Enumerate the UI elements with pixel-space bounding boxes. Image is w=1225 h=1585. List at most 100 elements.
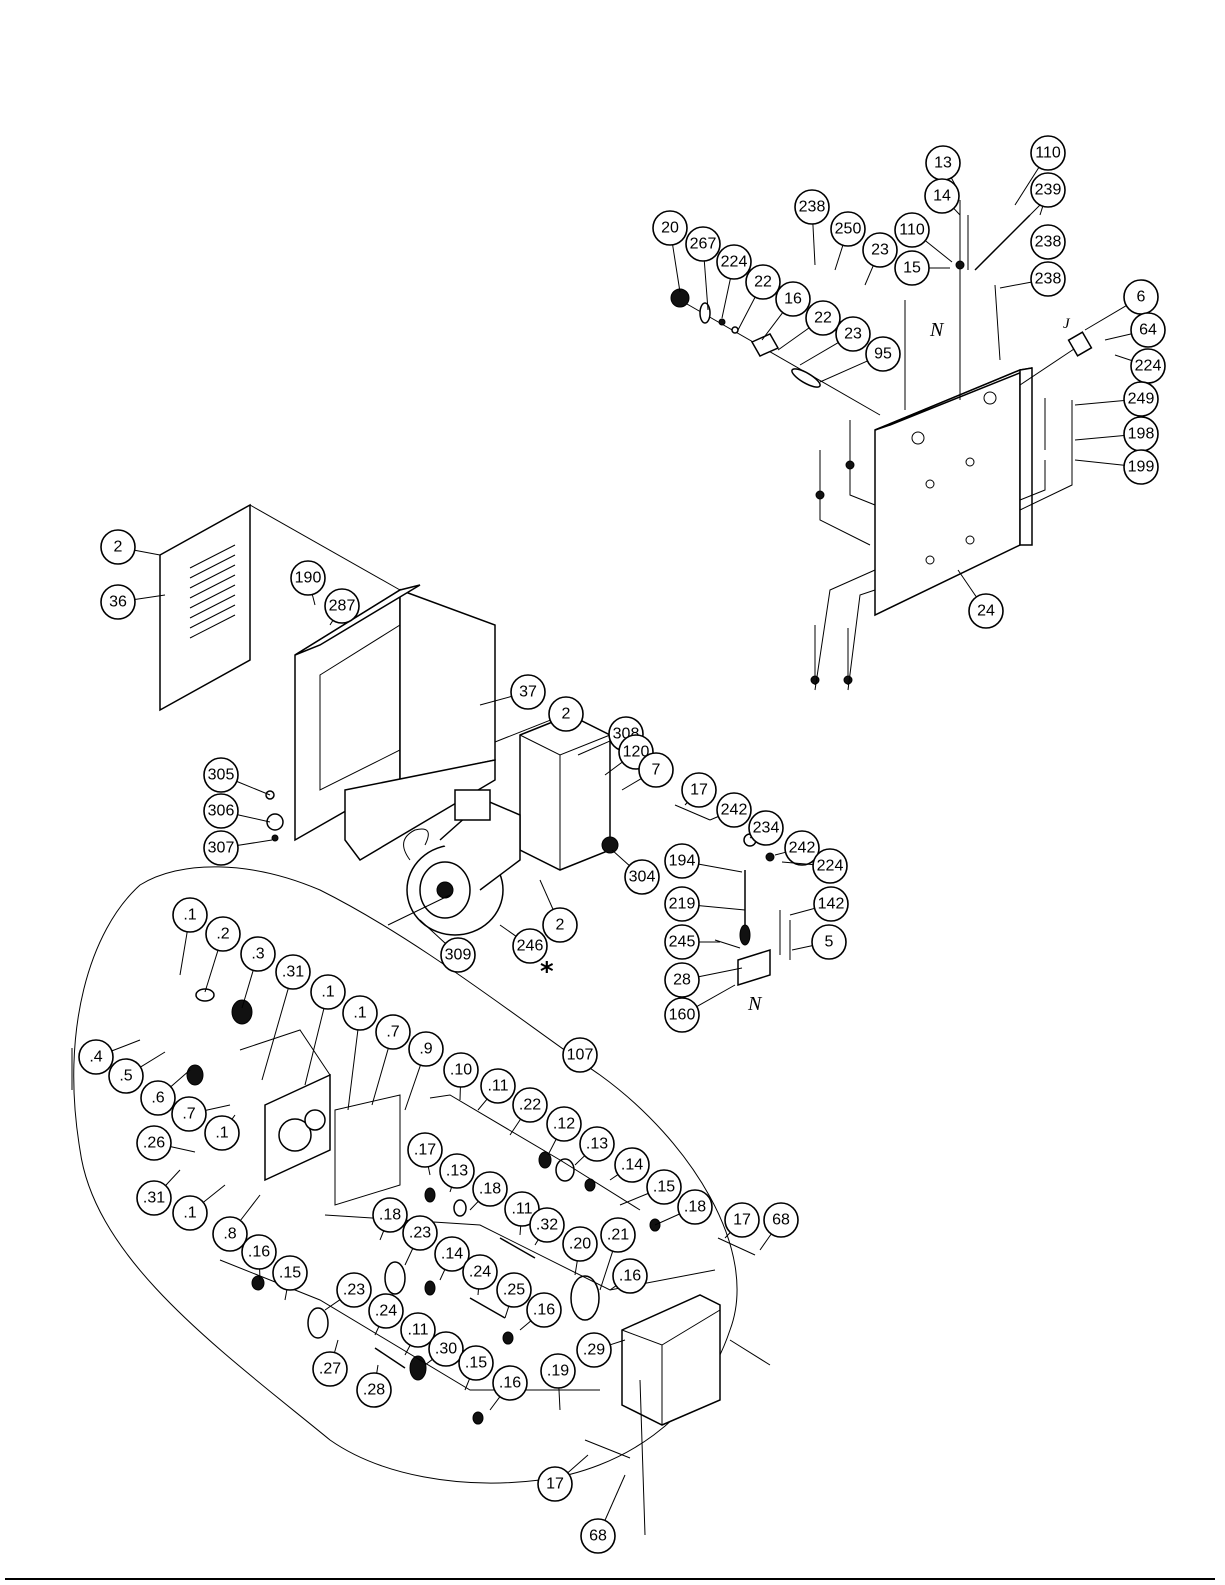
leader-line <box>261 988 289 1081</box>
callout-label: 242 <box>789 840 816 857</box>
callout-dot23: .23 <box>402 1215 438 1266</box>
callout-bubble <box>240 936 276 972</box>
view-marker-top: N <box>929 319 945 341</box>
leader-line <box>179 931 188 976</box>
view-marker-bottom: N <box>747 993 763 1015</box>
callout-20: 20 <box>652 210 688 293</box>
leader-line <box>449 1186 453 1193</box>
leader-line <box>241 970 254 1009</box>
callout-238: 238 <box>794 189 830 266</box>
leader-line <box>404 1248 414 1266</box>
callout-28: 28 <box>664 962 743 998</box>
callout-dot1: .1 <box>172 897 208 976</box>
callout-bubble <box>548 696 584 732</box>
callout-label: .1 <box>183 907 196 924</box>
callout-bubble <box>812 848 848 884</box>
callout-label: .4 <box>89 1049 102 1066</box>
leader-line <box>619 1192 649 1206</box>
callout-label: 234 <box>753 820 780 837</box>
leader-line <box>240 1194 261 1221</box>
callout-dot27: .27 <box>312 1339 348 1387</box>
callout-bubble <box>100 529 136 565</box>
callout-242: 242 <box>774 830 820 866</box>
callout-305: 305 <box>203 757 271 796</box>
callout-64: 64 <box>1104 312 1166 348</box>
leader-line <box>311 594 316 606</box>
callout-bubble <box>537 1466 573 1502</box>
leader-line <box>324 1299 341 1311</box>
callout-bubble <box>763 1202 799 1238</box>
leader-line <box>477 1098 488 1111</box>
callout-bubble <box>136 1125 172 1161</box>
leader-line <box>170 1146 196 1153</box>
callout-bubble <box>310 974 346 1010</box>
callout-dot1: .1 <box>342 995 378 1111</box>
callout-label: .29 <box>583 1342 605 1359</box>
leader-line <box>1084 305 1127 331</box>
leader-line <box>284 1289 288 1301</box>
callout-bubble <box>614 1147 650 1183</box>
callout-label: .16 <box>248 1244 270 1261</box>
callout-label: 17 <box>690 782 708 799</box>
callout-label: 287 <box>329 598 356 615</box>
callout-dot7: .7 <box>371 1014 411 1106</box>
axis-mark: J <box>1063 316 1071 332</box>
callout-label: 219 <box>669 896 696 913</box>
callout-dot26: .26 <box>136 1125 196 1161</box>
callout-label: .31 <box>143 1190 165 1207</box>
callout-bubble <box>336 1272 372 1308</box>
callout-239: 239 <box>1030 172 1066 216</box>
callout-bubble <box>540 1353 576 1389</box>
callout-dot11: .11 <box>400 1312 436 1356</box>
callout-label: 239 <box>1035 182 1062 199</box>
callout-bubble <box>664 997 700 1033</box>
callout-bubble <box>375 1014 411 1050</box>
leader-line <box>404 1064 421 1111</box>
callout-bubble <box>1030 135 1066 171</box>
callout-label: 250 <box>835 221 862 238</box>
callout-bubble <box>203 793 239 829</box>
callout-label: .6 <box>151 1090 164 1107</box>
callout-label: 309 <box>445 947 472 964</box>
callout-bubble <box>496 1272 532 1308</box>
callout-label: 20 <box>661 220 679 237</box>
leader-line <box>371 1048 389 1106</box>
callout-dot13: .13 <box>574 1126 615 1166</box>
leader-line <box>439 1269 446 1281</box>
leader-line <box>237 814 271 823</box>
callout-bubble <box>492 1365 528 1401</box>
callout-label: 37 <box>519 684 537 701</box>
callout-dot14: .14 <box>609 1147 650 1183</box>
leader-line <box>134 549 161 556</box>
leader-line <box>205 1104 231 1111</box>
callout-219: 219 <box>664 886 746 922</box>
callout-194: 194 <box>664 843 743 879</box>
callout-bubble <box>579 1126 615 1162</box>
leader-line <box>698 967 743 978</box>
leader-line <box>329 620 334 626</box>
callout-bubble <box>402 1215 438 1251</box>
callout-bubble <box>526 1292 562 1328</box>
callout-287: 287 <box>324 588 360 626</box>
callout-label: .24 <box>469 1264 491 1281</box>
callout-bubble <box>368 1293 404 1329</box>
callout-bubble <box>372 1197 408 1233</box>
callout-label: 199 <box>1128 459 1155 476</box>
callout-dot23: .23 <box>324 1272 372 1311</box>
callout-label: 267 <box>690 236 717 253</box>
callout-bubble <box>472 1171 508 1207</box>
callout-bubble <box>681 772 717 808</box>
leader-line <box>1114 354 1133 362</box>
leader-line <box>499 924 517 937</box>
callout-label: .27 <box>319 1361 341 1378</box>
callout-label: 120 <box>623 744 650 761</box>
callout-bubble <box>1030 224 1066 260</box>
callout-bubble <box>204 1115 240 1151</box>
callout-dot21: .21 <box>599 1217 636 1291</box>
callout-bubble <box>716 244 752 280</box>
callout-bubble <box>272 1255 308 1291</box>
callout-label: .30 <box>435 1341 457 1358</box>
callout-bubble <box>835 316 871 352</box>
callout-238: 238 <box>1030 224 1066 260</box>
leader-line <box>703 260 709 311</box>
